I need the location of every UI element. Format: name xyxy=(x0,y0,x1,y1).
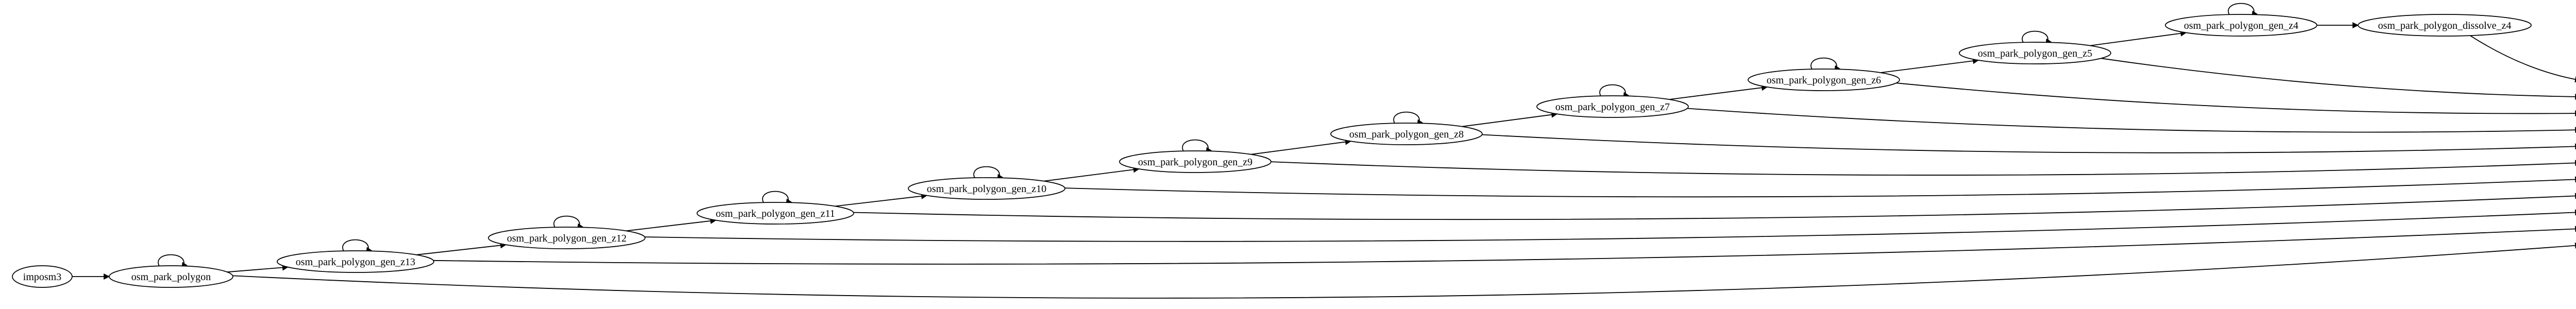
node-label-osm_park_polygon_gen_z5: osm_park_polygon_gen_z5 xyxy=(1978,48,2092,59)
node-imposm3: imposm3 xyxy=(12,266,72,287)
edge-osm_park_polygon_gen_z7-to-osm_park_polygon_gen_z6 xyxy=(1669,87,1767,99)
edge-osm_park_polygon_gen_z10-to-osm_park_polygon_gen_z9 xyxy=(1044,169,1139,181)
edge-osm_park_polygon_gen_z8-to-osm_park_polygon_gen_z7 xyxy=(1462,114,1557,126)
edge-osm_park_polygon_gen_z5-to-osm_park_polygon_gen_z4 xyxy=(2090,32,2186,45)
edge-osm_park_polygon-to-z14plus xyxy=(233,245,2576,298)
edge-osm_park_polygon_gen_z10-to-z10 xyxy=(1065,179,2576,197)
edge-osm_park_polygon_gen_z11-to-z11 xyxy=(854,196,2576,219)
node-osm_park_polygon_gen_z10: osm_park_polygon_gen_z10 xyxy=(908,178,1065,199)
node-osm_park_polygon_gen_z5: osm_park_polygon_gen_z5 xyxy=(1959,42,2111,64)
edge-osm_park_polygon_gen_z13-to-osm_park_polygon_gen_z12 xyxy=(416,245,506,255)
node-osm_park_polygon_gen_z4: osm_park_polygon_gen_z4 xyxy=(2165,14,2317,36)
edge-osm_park_polygon_dissolve_z4-to-z4 xyxy=(2470,36,2576,80)
node-label-osm_park_polygon_gen_z8: osm_park_polygon_gen_z8 xyxy=(1349,129,1464,140)
node-label-osm_park_polygon_gen_z12: osm_park_polygon_gen_z12 xyxy=(507,233,626,244)
edge-osm_park_polygon_gen_z9-to-osm_park_polygon_gen_z8 xyxy=(1251,141,1351,154)
node-label-osm_park_polygon_gen_z6: osm_park_polygon_gen_z6 xyxy=(1767,75,1881,86)
node-label-osm_park_polygon_gen_z9: osm_park_polygon_gen_z9 xyxy=(1138,157,1252,168)
edge-osm_park_polygon_gen_z12-to-osm_park_polygon_gen_z11 xyxy=(626,220,716,231)
node-label-imposm3: imposm3 xyxy=(23,271,61,283)
edge-osm_park_polygon_gen_z7-to-z7 xyxy=(1687,109,2576,132)
node-osm_park_polygon_gen_z9: osm_park_polygon_gen_z9 xyxy=(1120,151,1271,173)
edge-osm_park_polygon_gen_z6-to-osm_park_polygon_gen_z5 xyxy=(1880,60,1978,73)
node-label-osm_park_polygon_gen_z7: osm_park_polygon_gen_z7 xyxy=(1555,101,1670,113)
node-label-osm_park_polygon_gen_z11: osm_park_polygon_gen_z11 xyxy=(716,208,835,219)
node-osm_park_polygon_gen_z12: osm_park_polygon_gen_z12 xyxy=(488,227,645,249)
edge-osm_park_polygon_gen_z5-to-z5 xyxy=(2101,58,2576,97)
edge-osm_park_polygon_gen_z9-to-z9 xyxy=(1271,162,2576,175)
node-osm_park_polygon_dissolve_z4: osm_park_polygon_dissolve_z4 xyxy=(2358,14,2531,36)
edges xyxy=(72,4,2576,298)
edge-osm_park_polygon-to-osm_park_polygon_gen_z13 xyxy=(227,267,288,272)
node-osm_park_polygon: osm_park_polygon xyxy=(109,266,233,287)
edge-osm_park_polygon_gen_z12-to-z12 xyxy=(645,212,2576,242)
edge-osm_park_polygon_gen_z11-to-osm_park_polygon_gen_z10 xyxy=(835,196,927,207)
node-label-osm_park_polygon_gen_z4: osm_park_polygon_gen_z4 xyxy=(2184,20,2298,31)
node-label-osm_park_polygon_gen_z10: osm_park_polygon_gen_z10 xyxy=(927,183,1046,195)
edge-osm_park_polygon_gen_z13-to-z13 xyxy=(433,229,2576,264)
edge-osm_park_polygon_gen_z8-to-z8 xyxy=(1482,135,2576,153)
node-osm_park_polygon_gen_z13: osm_park_polygon_gen_z13 xyxy=(277,251,434,272)
edge-osm_park_polygon_gen_z6-to-z6 xyxy=(1896,83,2576,113)
node-osm_park_polygon_gen_z8: osm_park_polygon_gen_z8 xyxy=(1331,123,1482,145)
node-label-osm_park_polygon: osm_park_polygon xyxy=(131,271,211,283)
node-osm_park_polygon_gen_z7: osm_park_polygon_gen_z7 xyxy=(1537,96,1688,117)
node-label-osm_park_polygon_gen_z13: osm_park_polygon_gen_z13 xyxy=(296,256,415,268)
node-osm_park_polygon_gen_z6: osm_park_polygon_gen_z6 xyxy=(1748,69,1900,91)
node-label-osm_park_polygon_dissolve_z4: osm_park_polygon_dissolve_z4 xyxy=(2378,20,2512,31)
node-osm_park_polygon_gen_z11: osm_park_polygon_gen_z11 xyxy=(697,202,854,224)
